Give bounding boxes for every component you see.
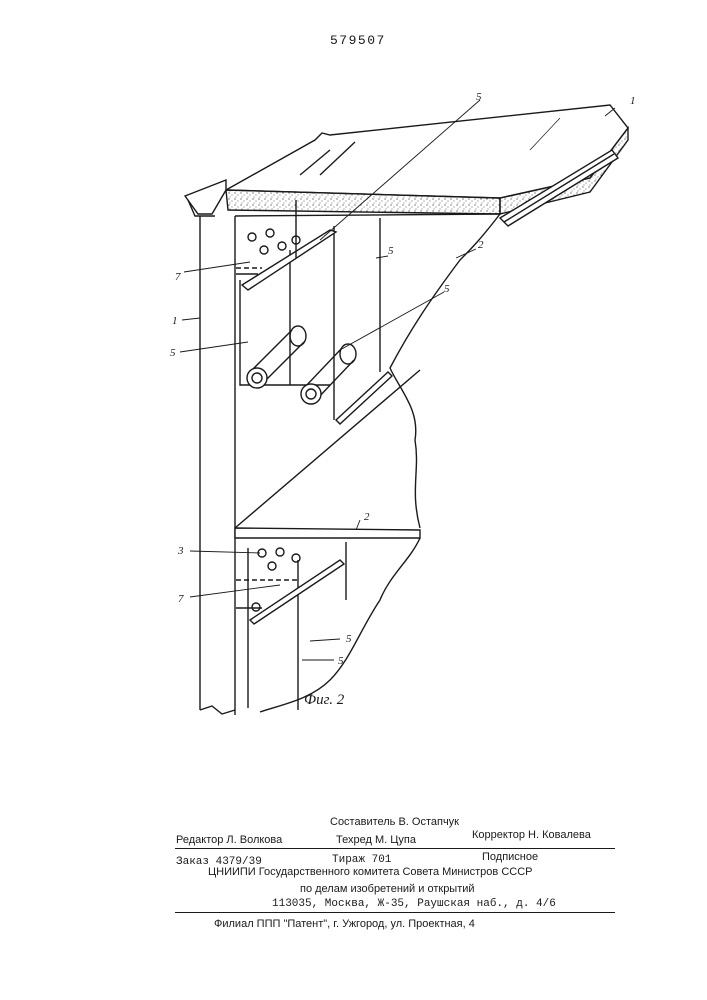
label-7-upper: 7 [175,271,181,283]
label-7-lower: 7 [178,593,184,605]
label-3: 3 [177,545,184,557]
institute-line: ЦНИИПИ Государственного комитета Совета … [208,866,532,878]
label-5-lower-a: 5 [346,633,352,645]
figure-caption: Фиг. 2 [304,692,345,708]
footer-rule-top [175,848,615,849]
subscription-line: Подписное [482,851,538,863]
rolled-sheet-a [247,326,306,388]
affairs-line: по делам изобретений и открытий [300,883,475,895]
address-line: 113035, Москва, Ж-35, Раушская наб., д. … [272,898,556,910]
footer-rule-bottom [175,912,615,913]
label-2-upper: 2 [478,239,484,251]
label-5-inner: 5 [388,245,394,257]
label-5-top: 5 [476,91,482,103]
techred-line: Техред М. Цупа [336,834,416,846]
label-5-lower-b: 5 [338,655,344,667]
label-1-left: 1 [172,315,178,327]
circulation-line: Тираж 701 [332,854,391,866]
label-1-top: 1 [630,95,636,107]
rolled-sheet-b [301,344,356,404]
label-5-roll: 5 [444,283,450,295]
editor-line: Редактор Л. Волкова [176,834,282,846]
roof-slab [185,105,628,226]
branch-line: Филиал ППП "Патент", г. Ужгород, ул. Про… [214,918,475,930]
compiler-line: Составитель В. Остапчук [330,816,459,828]
corrector-line: Корректор Н. Ковалева [472,829,591,841]
label-5-left: 5 [170,347,176,359]
label-2-lower: 2 [364,511,370,523]
